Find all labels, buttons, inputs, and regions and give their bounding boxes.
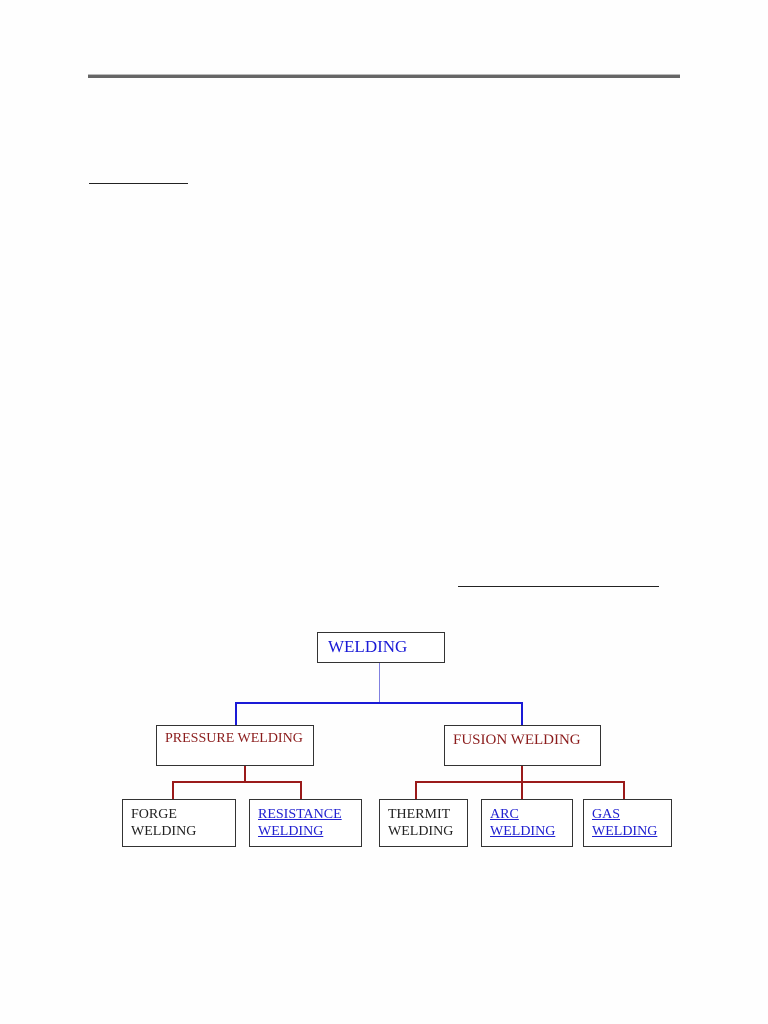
gas-welding-box: GAS WELDING <box>583 799 672 847</box>
connector <box>172 781 174 799</box>
resistance-welding-link[interactable]: RESISTANCE WELDING <box>258 807 342 839</box>
connector <box>172 781 302 783</box>
connector <box>521 702 523 725</box>
thermit-welding-box: THERMIT WELDING <box>379 799 468 847</box>
connector <box>300 781 302 799</box>
connector <box>235 702 523 704</box>
connector <box>623 781 625 799</box>
connector <box>379 662 380 702</box>
resistance-welding-box: RESISTANCE WELDING <box>249 799 362 847</box>
connector <box>244 765 246 782</box>
forge-welding-box: FORGE WELDING <box>122 799 236 847</box>
connector <box>415 781 417 799</box>
caption-underline <box>458 586 659 587</box>
arc-welding-link[interactable]: ARC WELDING <box>490 807 556 839</box>
gas-welding-link[interactable]: GAS WELDING <box>592 807 658 839</box>
welding-root-box: WELDING <box>317 632 445 663</box>
header-rule <box>88 74 680 78</box>
heading-underline <box>89 183 188 184</box>
pressure-welding-box: PRESSURE WELDING <box>156 725 314 766</box>
connector <box>235 702 237 725</box>
arc-welding-box: ARC WELDING <box>481 799 573 847</box>
connector <box>415 781 625 783</box>
fusion-welding-box: FUSION WELDING <box>444 725 601 766</box>
